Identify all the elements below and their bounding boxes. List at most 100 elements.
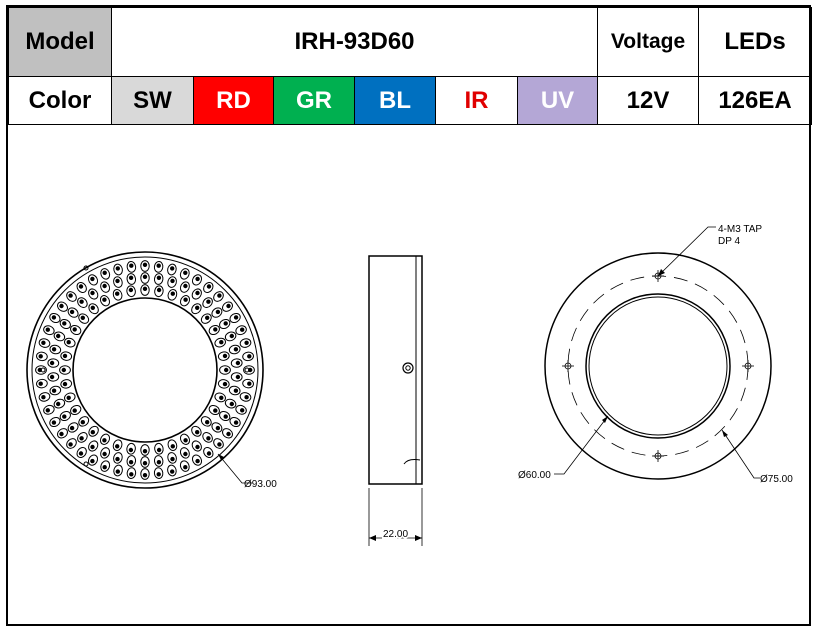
led-lens-shadow [59, 431, 64, 437]
side-view [368, 255, 423, 546]
led-lens-shadow [115, 291, 120, 296]
led-lens-shadow [170, 278, 175, 284]
spec-sheet: Model IRH-93D60 Voltage LEDs Color SW RD… [6, 5, 813, 626]
led-lens-shadow [183, 438, 188, 443]
led-lens-shadow [142, 461, 148, 466]
led-lens-shadow [142, 286, 148, 291]
led-lens-shadow [170, 469, 175, 474]
dim-arrow-left [369, 535, 376, 541]
led-lens-shadow [223, 414, 228, 419]
voltage-value: 12V [597, 76, 700, 125]
led-lens-shadow [156, 460, 162, 465]
led-lens-shadow [205, 315, 210, 320]
led-lens-shadow [68, 442, 73, 447]
led-lens-shadow [142, 449, 148, 454]
led-lens-shadow [244, 395, 249, 400]
led-lens-shadow [156, 275, 162, 280]
led-lens-shadow [215, 309, 221, 315]
led-lens-shadow [170, 291, 175, 296]
led-lens-shadow [78, 451, 84, 456]
spec-table: Model IRH-93D60 Voltage LEDs Color SW RD… [8, 7, 813, 125]
inner-diameter-leader [554, 415, 609, 475]
led-lens-shadow [102, 297, 107, 302]
led-lens-shadow [45, 327, 50, 332]
rear-outer-ring [544, 252, 772, 480]
tap-hole [652, 450, 664, 462]
led-lens-shadow [102, 438, 107, 443]
led-lens-shadow [115, 456, 120, 462]
color-ir: IR [435, 76, 518, 125]
led-lens-shadow [183, 297, 188, 302]
led-lens-shadow [233, 388, 239, 393]
front-diameter-label: Ø93.00 [244, 479, 277, 490]
led-lens-shadow [205, 420, 210, 425]
led-lens-shadow [90, 458, 95, 464]
led-lens-shadow [68, 293, 73, 298]
rear-view [544, 226, 772, 480]
led-lens-shadow [233, 420, 239, 425]
tap-note-line2: DP 4 [718, 236, 740, 247]
tap-leader-line [657, 226, 716, 277]
led-lens-shadow [247, 354, 252, 359]
led-lens-shadow [115, 266, 121, 271]
led-lens-shadow [62, 321, 67, 326]
led-lens-shadow [235, 360, 241, 366]
led-lens-shadow [219, 340, 224, 345]
led-lens-shadow [129, 263, 134, 268]
side-cable-slot [403, 459, 421, 465]
led-lens-shadow [129, 472, 134, 477]
led-lens-shadow [51, 347, 57, 352]
led-lens-shadow [170, 456, 175, 462]
led-lens-shadow [224, 367, 229, 373]
led-lens-shadow [217, 293, 222, 298]
led-lens-shadow [45, 408, 50, 413]
led-lens-shadow [61, 367, 66, 373]
led-lens-shadow [56, 401, 61, 407]
led-lens-shadow [142, 262, 148, 267]
led-lens-shadow [51, 388, 57, 393]
rear-pcd-circle [567, 275, 749, 457]
led-lens-shadow [90, 444, 95, 450]
tap-note-line1: 4-M3 TAP [718, 224, 762, 235]
led-lens-shadow [233, 347, 239, 352]
front-aperture [72, 297, 218, 443]
led-lens-shadow [156, 447, 162, 453]
pcd-leader [721, 429, 760, 479]
led-lens-shadow [170, 266, 175, 271]
led-lens-shadow [51, 315, 57, 320]
led-lens-shadow [213, 408, 218, 413]
color-rd: RD [193, 76, 274, 125]
led-lens-shadow [115, 469, 121, 474]
led-lens-shadow [229, 333, 234, 339]
led-lens-shadow [226, 303, 231, 309]
led-lens-shadow [102, 465, 107, 470]
led-lens-shadow [38, 354, 43, 359]
led-lens-shadow [66, 395, 71, 400]
front-leader-line [217, 453, 252, 484]
led-lens-shadow [213, 327, 218, 332]
led-lens-shadow [183, 270, 188, 275]
led-lens-shadow [90, 290, 95, 296]
led-lens-shadow [170, 444, 175, 449]
led-lens-shadow [51, 420, 57, 425]
led-lens-shadow [102, 270, 107, 275]
front-screw-hole [83, 461, 89, 467]
led-lens-shadow [156, 472, 161, 477]
rear-aperture [585, 293, 731, 439]
model-label: Model [8, 7, 112, 77]
pcd-leader-arrowhead [722, 430, 728, 437]
led-lens-shadow [49, 360, 55, 366]
led-lens-shadow [41, 395, 46, 400]
led-lens-shadow [156, 263, 161, 268]
led-lens-shadow [80, 420, 86, 425]
led-lens-shadow [41, 340, 46, 345]
led-lens-shadow [78, 284, 84, 289]
color-label: Color [8, 76, 112, 125]
color-gr: GR [273, 76, 355, 125]
led-lens-shadow [142, 274, 148, 279]
leader-arrowhead [218, 454, 224, 460]
inner-leader-arrowhead [602, 416, 608, 423]
front-view [26, 251, 264, 489]
led-lens-shadow [233, 315, 239, 320]
led-lens-shadow [72, 408, 77, 413]
